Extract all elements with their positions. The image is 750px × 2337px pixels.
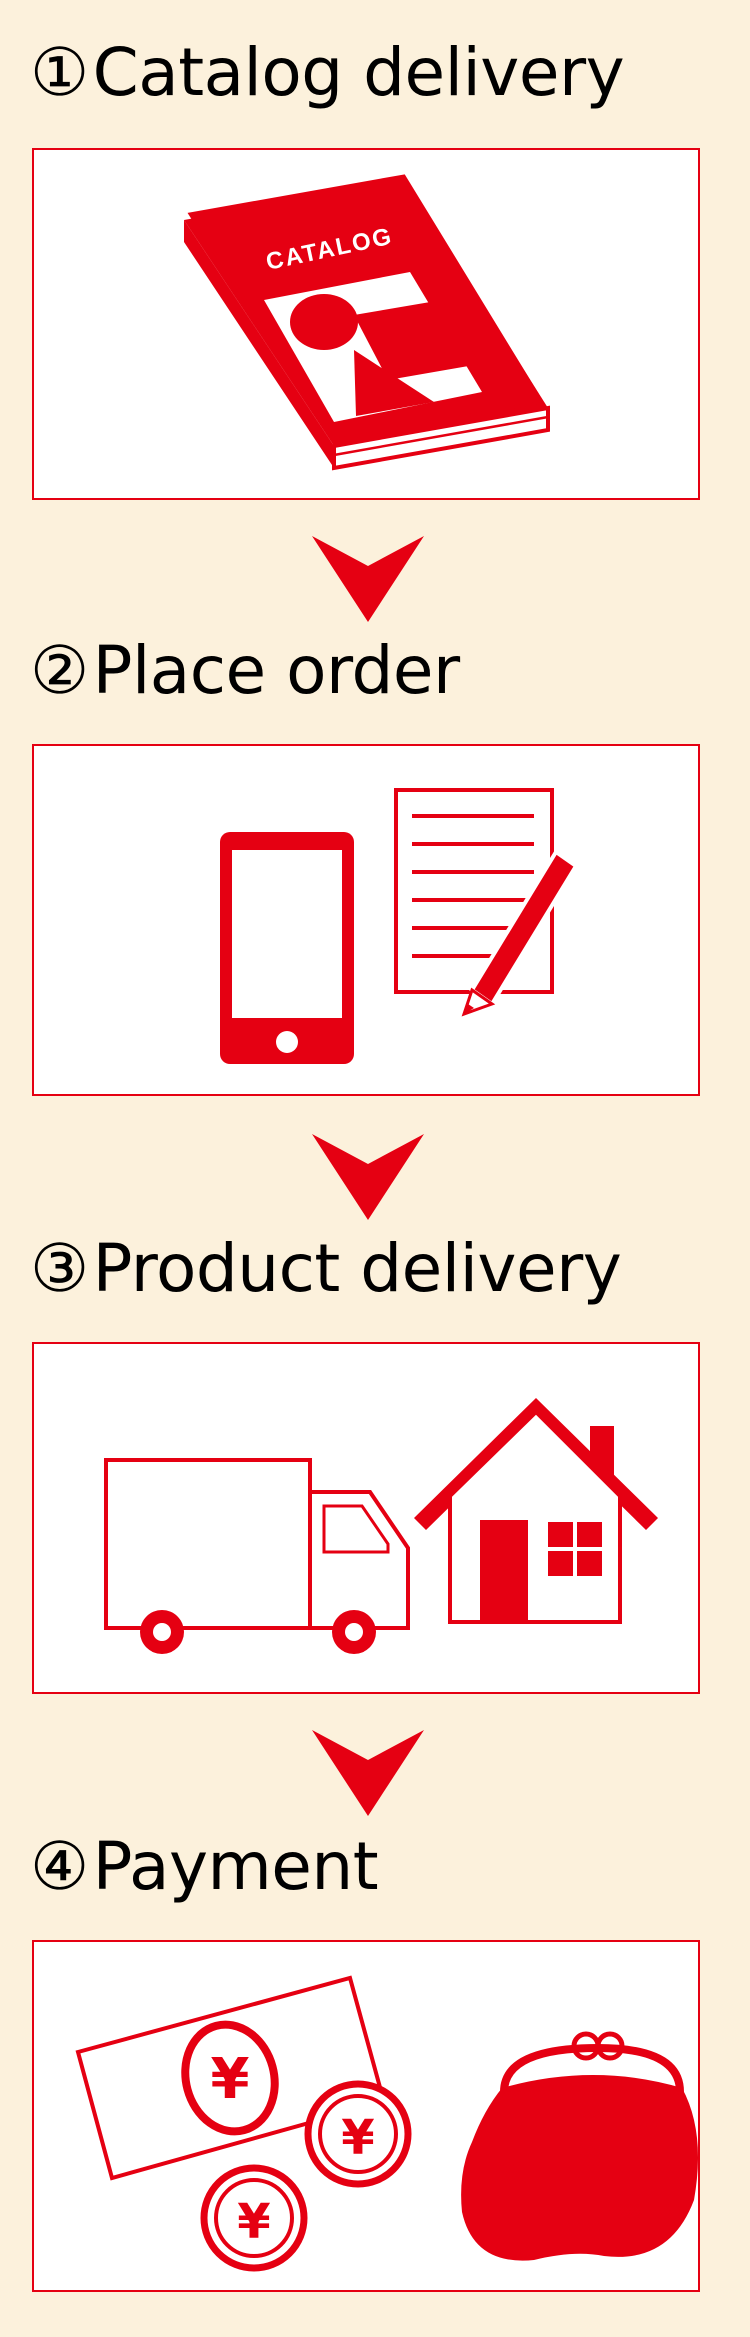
pencil-icon — [461, 849, 579, 1017]
step-3-title: ③Product delivery — [30, 1230, 622, 1307]
step-2-label: Place order — [92, 632, 460, 709]
smartphone-icon — [220, 832, 354, 1064]
yen-symbol-coin-1: ¥ — [341, 2110, 374, 2166]
delivery-icons — [104, 1398, 658, 1654]
delivery-panel — [32, 1342, 700, 1694]
coin-icon-large: ¥ — [304, 2080, 412, 2188]
coin-icon-small: ¥ — [200, 2164, 308, 2272]
step-3-number: ③ — [30, 1230, 89, 1307]
coin-purse-icon — [461, 2031, 698, 2261]
house-icon — [414, 1398, 658, 1624]
step-1-label: Catalog delivery — [92, 34, 625, 111]
payment-panel: ¥ ¥ ¥ — [32, 1940, 700, 2292]
catalog-icon: CATALOG — [184, 174, 550, 471]
catalog-panel: CATALOG — [32, 148, 700, 500]
step-2-title: ②Place order — [30, 638, 460, 704]
step-2-number: ② — [30, 632, 89, 709]
banknote-icon: ¥ — [75, 1975, 387, 2181]
order-form-icon — [394, 788, 554, 994]
yen-symbol-note: ¥ — [211, 2047, 250, 2112]
step-4-number: ④ — [30, 1828, 89, 1905]
step-4-label: Payment — [92, 1828, 379, 1905]
step-4-title: ④Payment — [30, 1828, 379, 1905]
order-panel — [32, 744, 700, 1096]
step-3-label: Product delivery — [92, 1230, 622, 1307]
truck-icon — [104, 1458, 410, 1654]
order-icons — [220, 788, 579, 1064]
step-1-title: ①Catalog delivery — [30, 34, 625, 111]
yen-symbol-coin-2: ¥ — [237, 2194, 270, 2250]
step-arrow-3 — [312, 1730, 424, 1816]
step-arrow-2 — [312, 1134, 424, 1220]
payment-icons: ¥ ¥ ¥ — [75, 1975, 698, 2272]
step-arrow-1 — [312, 536, 424, 622]
step-1-number: ① — [30, 34, 89, 111]
